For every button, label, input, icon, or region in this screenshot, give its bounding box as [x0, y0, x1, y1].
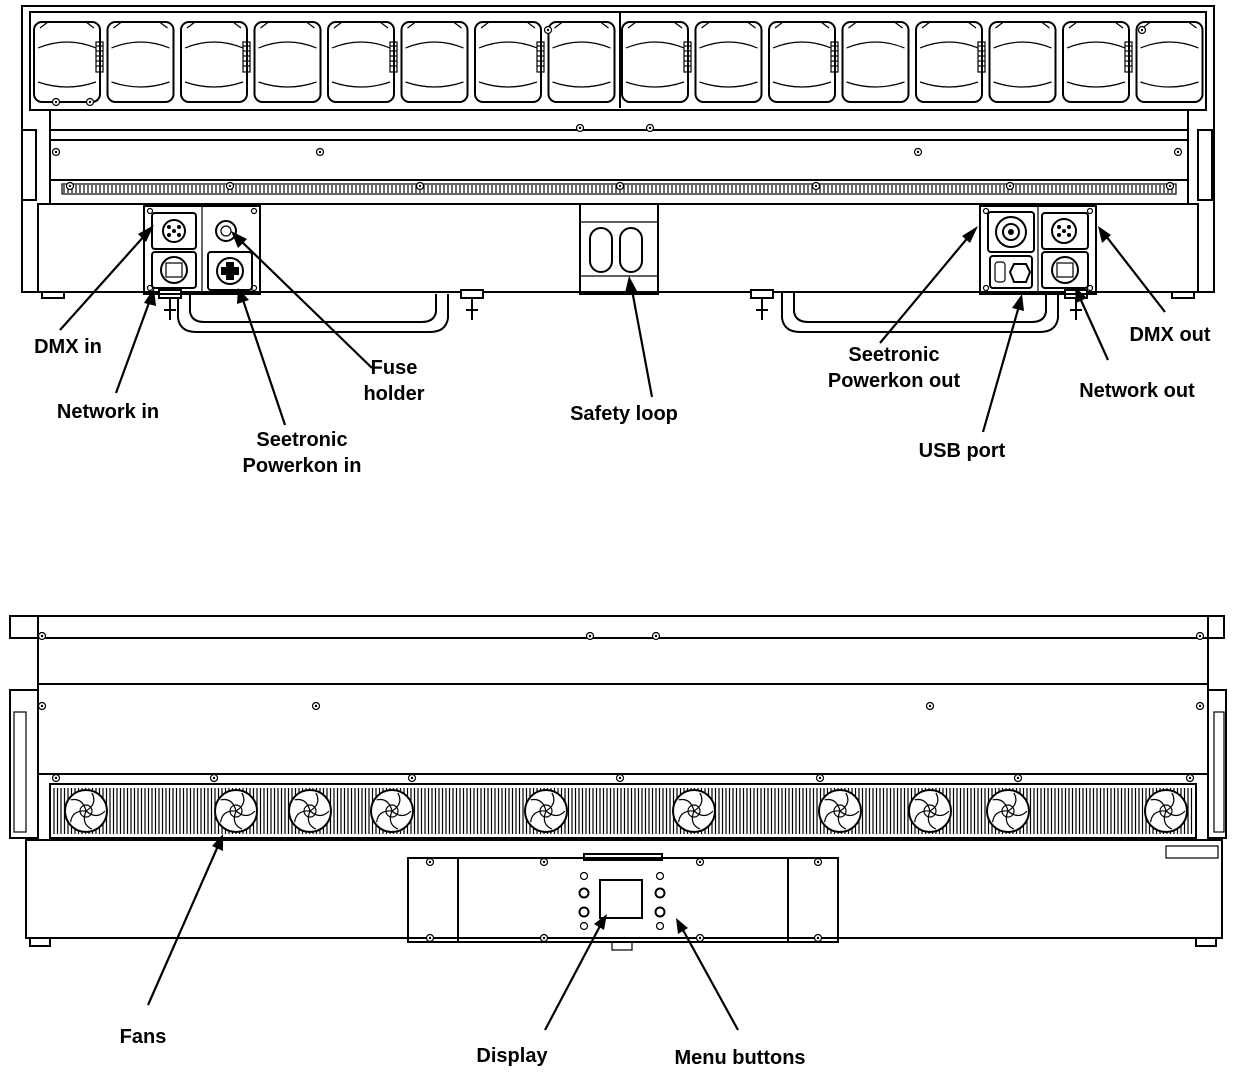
mount	[750, 289, 774, 299]
label-dmx-out: DMX out	[1129, 324, 1210, 346]
sensor-strip	[830, 41, 839, 73]
label-dmx-in: DMX in	[34, 336, 102, 358]
network-out-connector	[1041, 251, 1089, 289]
led-module	[621, 21, 689, 103]
callout-labels: DMX in Network in Fuse holder Seetronic …	[34, 324, 1211, 1069]
screws	[37, 25, 1205, 943]
top-vent-grille	[63, 185, 1173, 193]
label-menu-buttons: Menu buttons	[674, 1047, 805, 1069]
display-screen	[599, 879, 643, 919]
label-powerkon-in-line1: Seetronic	[256, 429, 347, 451]
label-network-in: Network in	[57, 401, 159, 423]
label-fans: Fans	[120, 1026, 167, 1048]
led-module	[694, 21, 763, 103]
label-network-out: Network out	[1079, 380, 1195, 402]
usb-port	[989, 255, 1033, 289]
sensor-strip	[536, 41, 545, 73]
label-display: Display	[476, 1045, 548, 1067]
led-module	[400, 21, 469, 103]
powerkon-in-connector	[207, 251, 253, 291]
fuse-holder	[215, 220, 237, 242]
label-safety-loop: Safety loop	[570, 403, 678, 425]
label-fuse-holder-line1: Fuse	[371, 357, 418, 379]
dmx-out-connector	[1041, 212, 1089, 250]
sensor-strip	[683, 41, 692, 73]
led-module	[327, 21, 395, 103]
dmx-in-connector	[151, 212, 197, 250]
mount	[460, 289, 484, 299]
led-module	[841, 21, 910, 103]
label-powerkon-out-line1: Seetronic	[848, 344, 939, 366]
powerkon-out-connector	[987, 211, 1035, 253]
label-powerkon-out-line2: Powerkon out	[828, 370, 961, 392]
label-powerkon-in-line2: Powerkon in	[243, 455, 362, 477]
control-panel	[407, 853, 839, 951]
led-module	[988, 21, 1057, 103]
left-connector-plate	[143, 205, 261, 295]
right-connector-plate	[979, 205, 1097, 295]
led-module-row	[33, 21, 1204, 103]
sensor-strip	[95, 41, 104, 73]
sensor-strip	[1124, 41, 1133, 73]
bottom-fixture-view	[9, 615, 1227, 951]
led-module	[180, 21, 248, 103]
led-module	[1135, 21, 1204, 103]
safety-loop-bracket	[579, 203, 659, 295]
label-fuse-holder-line2: holder	[363, 383, 424, 405]
sensor-strip	[977, 41, 986, 73]
led-module	[1062, 21, 1130, 103]
sensor-strip	[242, 41, 251, 73]
led-module	[547, 21, 616, 103]
led-module	[474, 21, 542, 103]
sensor-strip	[389, 41, 398, 73]
led-module	[768, 21, 836, 103]
label-usb-port: USB port	[919, 440, 1006, 462]
fans	[64, 789, 1188, 833]
led-module	[33, 21, 101, 103]
led-module	[253, 21, 322, 103]
led-module	[106, 21, 175, 103]
menu-buttons	[578, 871, 666, 931]
led-module	[915, 21, 983, 103]
network-in-connector	[151, 251, 197, 289]
callout-arrows	[59, 225, 1166, 1031]
top-fixture-view	[21, 5, 1215, 333]
